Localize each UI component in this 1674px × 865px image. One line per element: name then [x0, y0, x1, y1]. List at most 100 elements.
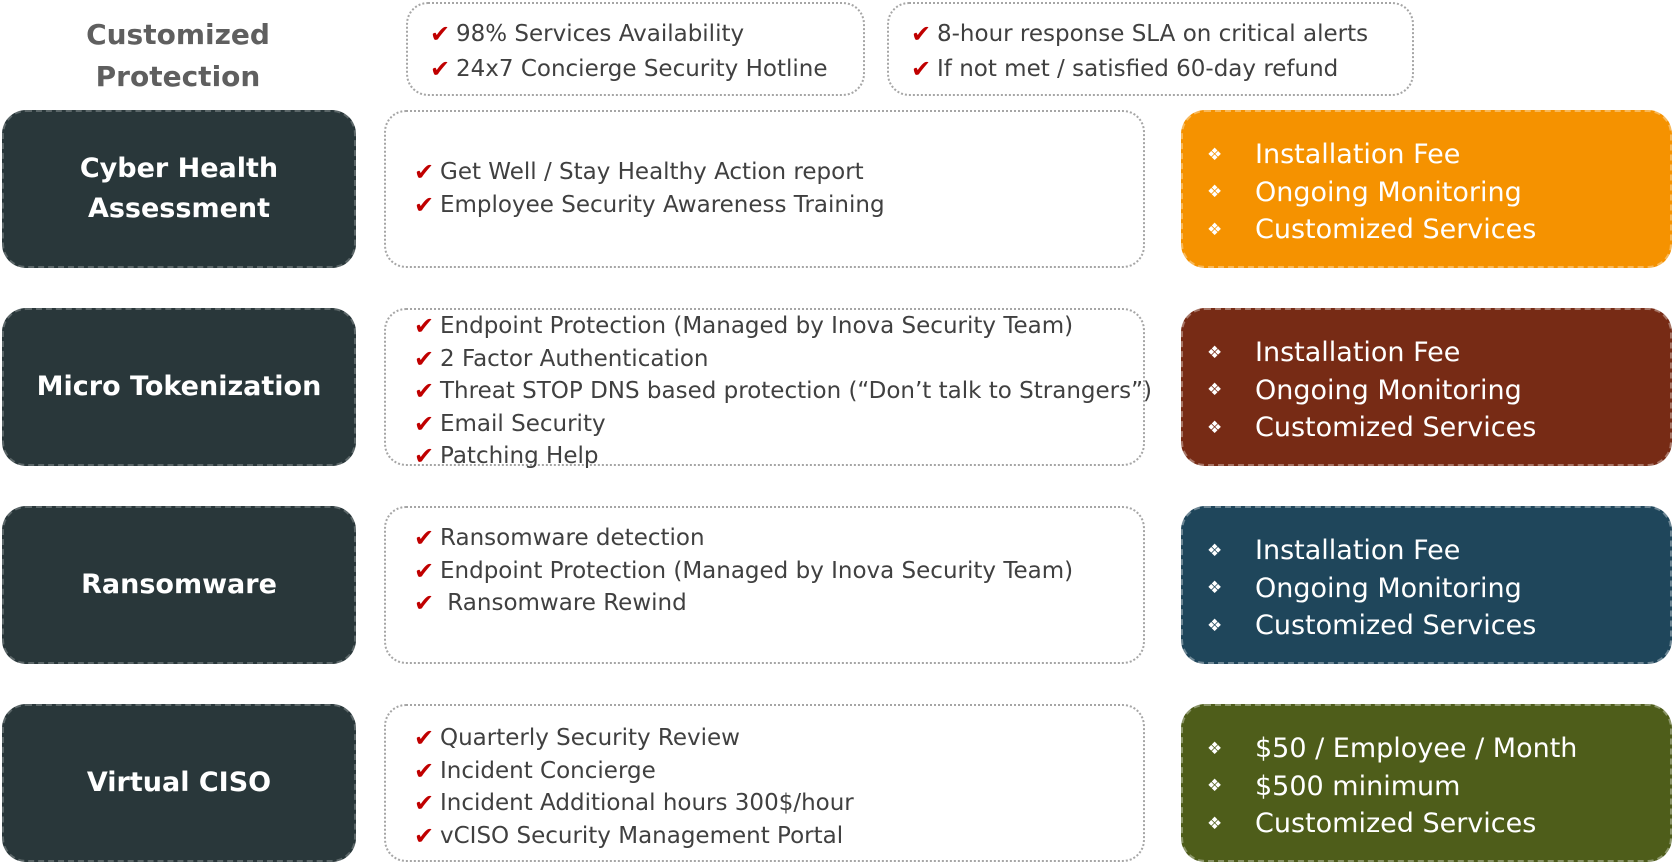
- diamond-bullet-icon: ❖: [1207, 182, 1223, 203]
- pricing-text: Customized Services: [1255, 808, 1537, 840]
- pricing-item: ❖$500 minimum: [1207, 768, 1670, 806]
- feature-text: Email Security: [440, 410, 606, 437]
- check-icon: ✔: [429, 54, 451, 83]
- feature-item: ✔Incident Additional hours 300$/hour: [412, 787, 1143, 820]
- feature-text: Endpoint Protection (Managed by Inova Se…: [440, 313, 1074, 340]
- check-icon: ✔: [413, 556, 435, 585]
- diamond-bullet-icon: ❖: [1207, 540, 1223, 561]
- service-card-virtual-ciso: Virtual CISO: [2, 704, 356, 862]
- pricing-text: Installation Fee: [1255, 337, 1461, 369]
- feature-text: Endpoint Protection (Managed by Inova Se…: [440, 557, 1074, 584]
- service-card-micro-tokenization: Micro Tokenization: [2, 308, 356, 466]
- pricing-text: Customized Services: [1255, 214, 1537, 246]
- check-icon: ✔: [413, 524, 435, 553]
- feature-item: ✔ Ransomware Rewind: [412, 587, 1143, 620]
- check-icon: ✔: [413, 724, 435, 753]
- pricing-item: ❖ Installation Fee: [1207, 334, 1670, 372]
- pricing-item: ❖ Installation Fee: [1207, 532, 1670, 570]
- check-icon: ✔: [413, 756, 435, 785]
- feature-text: Get Well / Stay Healthy Action report: [440, 159, 864, 186]
- feature-item: ✔Ransomware detection: [412, 522, 1143, 555]
- pricing-card-cyber-health: ❖ Installation Fee ❖Ongoing Monitoring ❖ C…: [1181, 110, 1672, 268]
- feature-text: Ransomware detection: [440, 525, 705, 552]
- feature-item: ✔Endpoint Protection (Managed by Inova S…: [412, 555, 1143, 588]
- diamond-bullet-icon: ❖: [1207, 813, 1223, 834]
- guarantee-box-sla: ✔8-hour response SLA on critical alerts …: [887, 2, 1414, 96]
- pricing-text: Customized Services: [1255, 610, 1537, 642]
- diamond-bullet-icon: ❖: [1207, 342, 1223, 363]
- page-title: Customized Protection: [56, 14, 300, 98]
- pricing-text: Ongoing Monitoring: [1255, 572, 1522, 604]
- pricing-text: Installation Fee: [1255, 535, 1461, 567]
- diamond-bullet-icon: ❖: [1207, 380, 1223, 401]
- feature-item: ✔Incident Concierge: [412, 755, 1143, 788]
- features-box-ransomware: ✔Ransomware detection ✔Endpoint Protecti…: [384, 506, 1145, 664]
- diamond-bullet-icon: ❖: [1207, 144, 1223, 165]
- title-line-1: Customized: [86, 18, 270, 51]
- guarantee-item: ✔98% Services Availability: [428, 16, 863, 51]
- diamond-bullet-icon: ❖: [1207, 219, 1223, 240]
- guarantee-text: 24x7 Concierge Security Hotline: [456, 55, 828, 82]
- pricing-text: Ongoing Monitoring: [1255, 374, 1522, 406]
- pricing-card-micro-tokenization: ❖ Installation Fee ❖ Ongoing Monitoring ❖C…: [1181, 308, 1672, 466]
- diamond-bullet-icon: ❖: [1207, 615, 1223, 636]
- pricing-item: ❖ Installation Fee: [1207, 136, 1670, 174]
- feature-item: ✔Endpoint Protection (Managed by Inova S…: [412, 310, 1143, 343]
- guarantee-item: ✔If not met / satisfied 60-day refund: [909, 51, 1412, 86]
- service-name: Ransomware: [81, 569, 277, 600]
- guarantee-text: If not met / satisfied 60-day refund: [937, 55, 1339, 82]
- check-icon: ✔: [910, 54, 932, 83]
- pricing-text: $50 / Employee / Month: [1255, 733, 1578, 765]
- check-icon: ✔: [413, 158, 435, 187]
- feature-item: ✔2 Factor Authentication: [412, 343, 1143, 376]
- check-icon: ✔: [910, 19, 932, 48]
- service-name: Micro Tokenization: [36, 371, 322, 402]
- pricing-item: ❖Customized Services: [1207, 409, 1670, 447]
- features-box-micro-tokenization: ✔Endpoint Protection (Managed by Inova S…: [384, 308, 1152, 470]
- check-icon: ✔: [413, 190, 435, 219]
- guarantee-text: 98% Services Availability: [456, 20, 745, 47]
- check-icon: ✔: [413, 789, 435, 818]
- pricing-item: ❖$50 / Employee / Month: [1207, 730, 1670, 768]
- features-box-virtual-ciso: ✔Quarterly Security Review ✔Incident Con…: [384, 704, 1145, 862]
- feature-item: ✔Email Security: [412, 408, 1143, 441]
- feature-text: Incident Additional hours 300$/hour: [440, 790, 854, 817]
- service-card-ransomware: Ransomware: [2, 506, 356, 664]
- pricing-item: ❖ Customized Services: [1207, 805, 1670, 843]
- check-icon: ✔: [413, 589, 435, 618]
- pricing-item: ❖ Customized Services: [1207, 211, 1670, 249]
- check-icon: ✔: [413, 344, 435, 373]
- check-icon: ✔: [413, 442, 435, 471]
- guarantee-box-availability: ✔98% Services Availability ✔24x7 Concier…: [406, 2, 865, 96]
- feature-item: ✔Get Well / Stay Healthy Action report: [412, 156, 1143, 189]
- pricing-item: ❖Ongoing Monitoring: [1207, 174, 1670, 212]
- guarantee-item: ✔8-hour response SLA on critical alerts: [909, 16, 1412, 51]
- pricing-card-ransomware: ❖ Installation Fee ❖Ongoing Monitoring ❖ C…: [1181, 506, 1672, 664]
- feature-text: Threat STOP DNS based protection (“Don’t…: [440, 378, 1152, 405]
- feature-text: Ransomware Rewind: [440, 590, 687, 617]
- feature-item: ✔Quarterly Security Review: [412, 722, 1143, 755]
- check-icon: ✔: [413, 821, 435, 850]
- check-icon: ✔: [413, 312, 435, 341]
- feature-item: ✔Patching Help: [412, 440, 1143, 473]
- pricing-text: Installation Fee: [1255, 139, 1461, 171]
- diamond-bullet-icon: ❖: [1207, 417, 1223, 438]
- feature-text: Employee Security Awareness Training: [440, 191, 885, 218]
- guarantee-item: ✔24x7 Concierge Security Hotline: [428, 51, 863, 86]
- feature-item: ✔Employee Security Awareness Training: [412, 189, 1143, 222]
- feature-text: vCISO Security Management Portal: [440, 822, 844, 849]
- service-name: Assessment: [87, 193, 271, 224]
- pricing-item: ❖ Ongoing Monitoring: [1207, 372, 1670, 410]
- guarantee-text: 8-hour response SLA on critical alerts: [937, 20, 1369, 47]
- feature-text: 2 Factor Authentication: [440, 345, 709, 372]
- check-icon: ✔: [413, 409, 435, 438]
- check-icon: ✔: [429, 19, 451, 48]
- feature-item: ✔vCISO Security Management Portal: [412, 820, 1143, 853]
- pricing-text: $500 minimum: [1255, 770, 1461, 802]
- pricing-item: ❖Ongoing Monitoring: [1207, 570, 1670, 608]
- feature-text: Patching Help: [440, 443, 599, 470]
- service-name: Virtual CISO: [86, 767, 272, 798]
- feature-text: Quarterly Security Review: [440, 725, 740, 752]
- feature-text: Incident Concierge: [440, 757, 656, 784]
- service-name: Cyber Health: [79, 153, 279, 184]
